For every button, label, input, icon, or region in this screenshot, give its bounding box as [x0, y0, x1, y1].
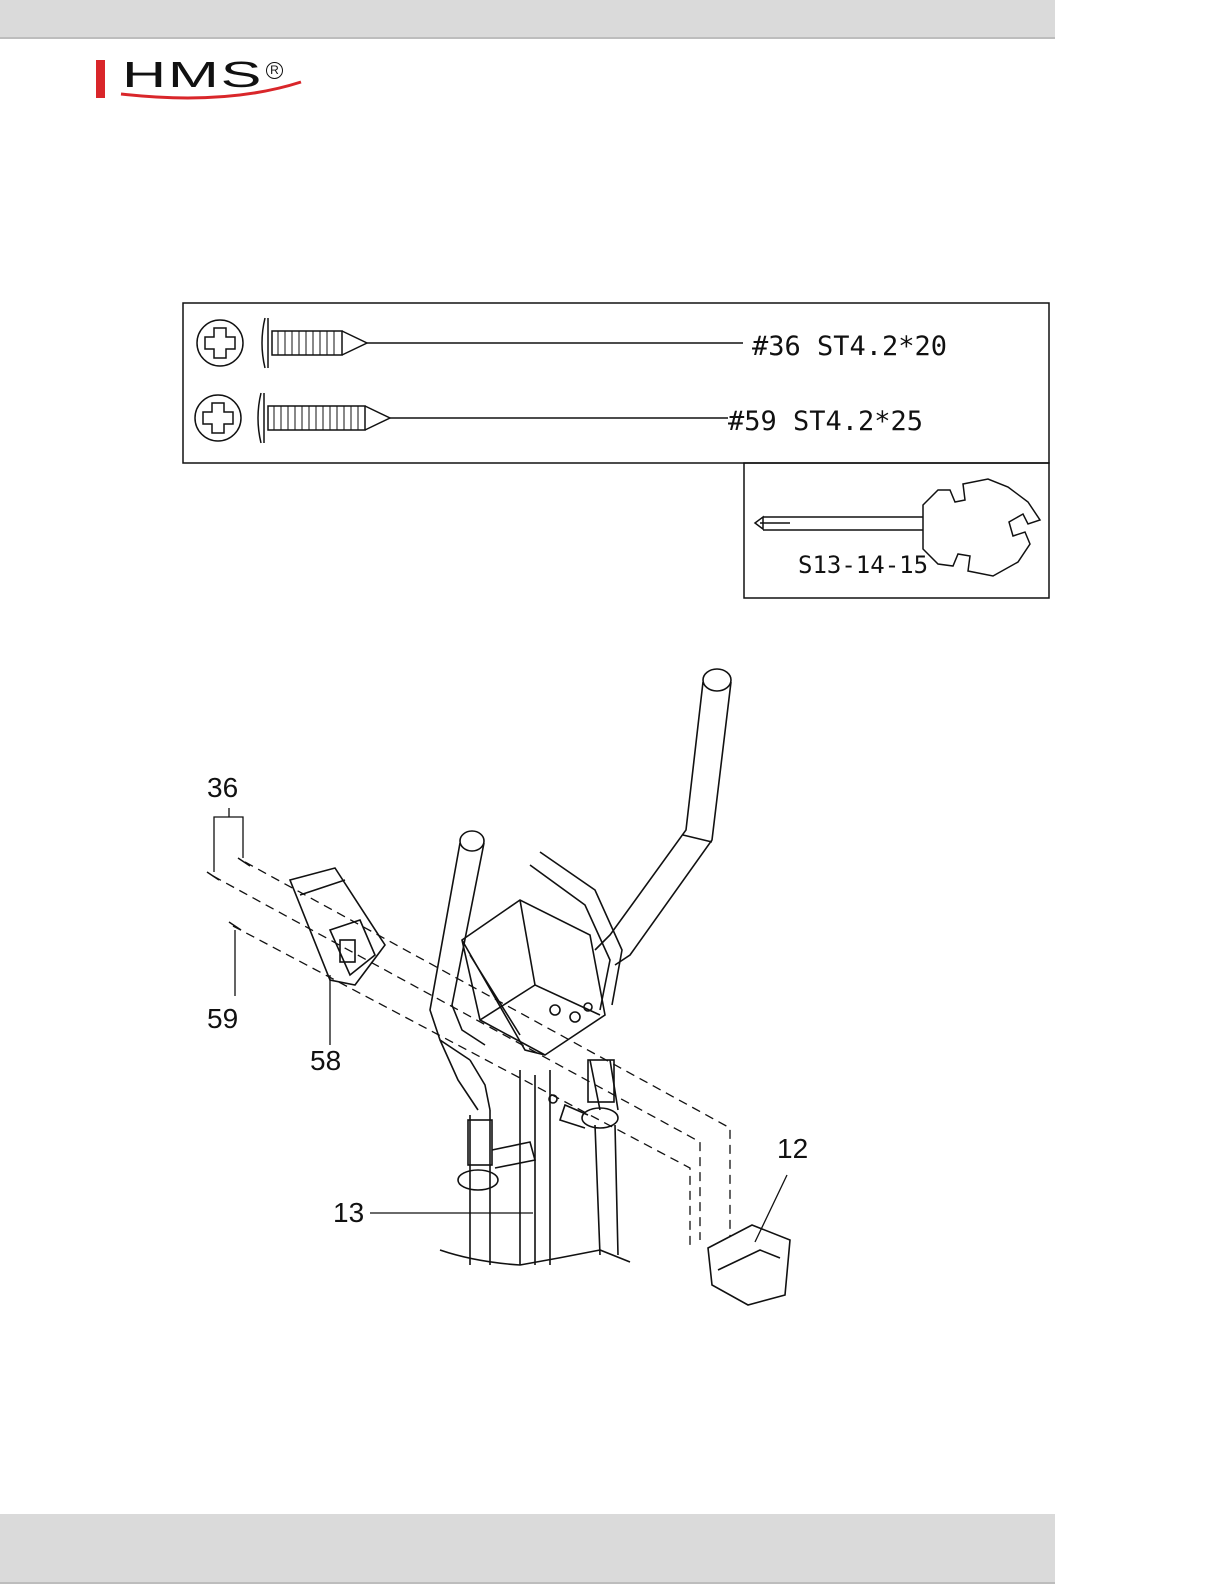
assembly-dashed-lines	[213, 862, 730, 1246]
screw-59-icon	[195, 393, 728, 443]
callout-leaders	[214, 808, 787, 1242]
callout-58: 58	[310, 1045, 341, 1076]
callout-59: 59	[207, 1003, 238, 1034]
callout-12: 12	[777, 1133, 808, 1164]
bottom-footer-band	[0, 1514, 1055, 1584]
callout-13: 13	[333, 1197, 364, 1228]
screw-59-label: #59 ST4.2*25	[728, 406, 923, 437]
tool-label: S13-14-15	[798, 551, 928, 579]
screw-36-icon	[197, 318, 743, 368]
elliptical-frame-drawing	[290, 669, 790, 1305]
screw-36-label: #36 ST4.2*20	[752, 331, 947, 362]
callout-36: 36	[207, 772, 238, 803]
